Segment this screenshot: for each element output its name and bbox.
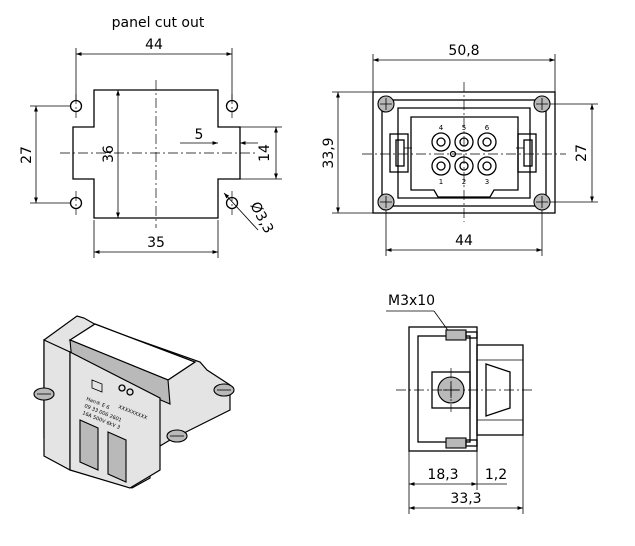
- dim-label: 14: [257, 144, 273, 162]
- dim-label: 50,8: [448, 43, 479, 59]
- ul-mark-icon: [126, 388, 134, 396]
- pin-label: 3: [485, 178, 489, 186]
- dim-label: 33,9: [321, 137, 337, 168]
- dim-label: 33,3: [450, 491, 481, 507]
- dimension-36: 36: [101, 90, 120, 218]
- dimension-33-3: 33,3: [409, 491, 523, 510]
- screw-label: M3x10: [388, 293, 435, 309]
- dim-label: 27: [19, 146, 35, 164]
- dim-label: 36: [101, 145, 117, 163]
- dimension-1-2: 1,2: [477, 467, 507, 485]
- dimension-50-8: 50,8: [372, 43, 556, 92]
- panel-cutout-title: panel cut out: [112, 15, 205, 31]
- dim-label: 27: [574, 144, 590, 162]
- side-rear-latch: [485, 363, 511, 417]
- dim-label: 1,2: [485, 467, 507, 483]
- dimension-35: 35: [93, 220, 219, 258]
- dim-label: 44: [145, 37, 163, 53]
- front-latches: [389, 133, 537, 173]
- iso-latch-right: [107, 431, 127, 483]
- pin-label: 1: [439, 178, 443, 186]
- isometric-view: Han® E 6 09 33 006 2601 16A 500V 6kV 3 X…: [33, 315, 235, 489]
- side-view: M3x10: [386, 293, 534, 514]
- dimension-18-3: 18,3: [409, 467, 477, 486]
- dimension-5: 5: [180, 127, 258, 145]
- side-screws: [445, 329, 478, 449]
- dimension-44: 44: [75, 37, 233, 100]
- dim-label: 5: [195, 127, 204, 143]
- front-view: 4 5 6 1 2 3 50,8 33,9 27: [321, 43, 598, 256]
- dim-label: Ø3,3: [246, 199, 276, 236]
- front-screws: [377, 95, 551, 211]
- front-housing: [397, 107, 531, 199]
- dim-label: 35: [147, 235, 165, 251]
- ce-mark-icon: [118, 384, 126, 392]
- harting-logo-icon: [91, 379, 103, 393]
- cutout-outline: [72, 89, 241, 219]
- dimension-27-right: 27: [550, 103, 598, 203]
- screw-callout: M3x10: [386, 293, 453, 337]
- pin-label: 4: [439, 124, 444, 132]
- panel-cutout-view: panel cut out 44 27: [19, 15, 282, 258]
- iso-front-face: [43, 339, 71, 472]
- dimension-27: 27: [19, 105, 70, 204]
- pin-label: 6: [485, 124, 490, 132]
- iso-screws: [33, 383, 235, 443]
- mounting-holes: [69, 99, 239, 210]
- dimension-14: 14: [240, 126, 282, 180]
- dim-label: 44: [455, 233, 473, 249]
- dim-label: 18,3: [427, 467, 458, 483]
- dimension-44-bottom: 44: [385, 210, 543, 256]
- iso-latch-left: [79, 419, 99, 471]
- dimension-33-9: 33,9: [321, 91, 373, 214]
